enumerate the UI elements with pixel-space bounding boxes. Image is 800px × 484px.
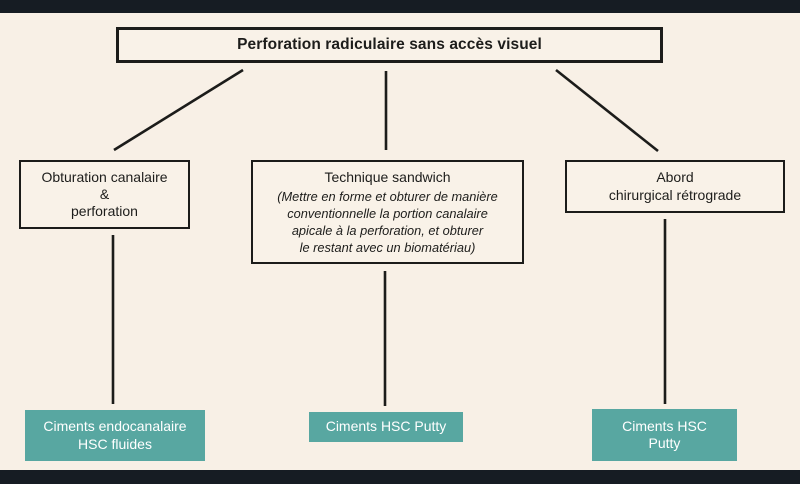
outcome-left-label: Ciments endocanalaire HSC fluides: [43, 418, 187, 452]
branch-box-sandwich-note: (Mettre en forme et obturer de manière c…: [277, 188, 498, 255]
bottom-letterbox-bar: [0, 470, 800, 484]
outcome-box-ciments-hsc-putty-middle: Ciments HSC Putty: [309, 412, 463, 442]
branch-box-abord-chirurgical: Abord chirurgical rétrograde: [565, 160, 785, 213]
connector-root-to-right: [555, 68, 659, 153]
branch-box-obturation-label: Obturation canalaire & perforation: [41, 168, 168, 220]
branch-box-technique-sandwich: Technique sandwich (Mettre en forme et o…: [251, 160, 524, 264]
root-node: Perforation radiculaire sans accès visue…: [116, 27, 663, 63]
outcome-right-label: Ciments HSC Putty: [622, 417, 707, 452]
branch-box-obturation-canalaire: Obturation canalaire & perforation: [19, 160, 190, 229]
outcome-box-ciments-hsc-putty-right: Ciments HSC Putty: [592, 409, 737, 461]
outcome-box-ciments-endocanalaire: Ciments endocanalaire HSC fluides: [25, 410, 205, 461]
root-node-label: Perforation radiculaire sans accès visue…: [237, 36, 542, 53]
outcome-middle-label: Ciments HSC Putty: [325, 418, 447, 435]
connector-root-to-left: [113, 68, 244, 152]
branch-box-sandwich-title: Technique sandwich: [324, 169, 451, 186]
top-letterbox-bar: [0, 0, 800, 13]
branch-box-abord-label: Abord chirurgical rétrograde: [608, 169, 742, 203]
